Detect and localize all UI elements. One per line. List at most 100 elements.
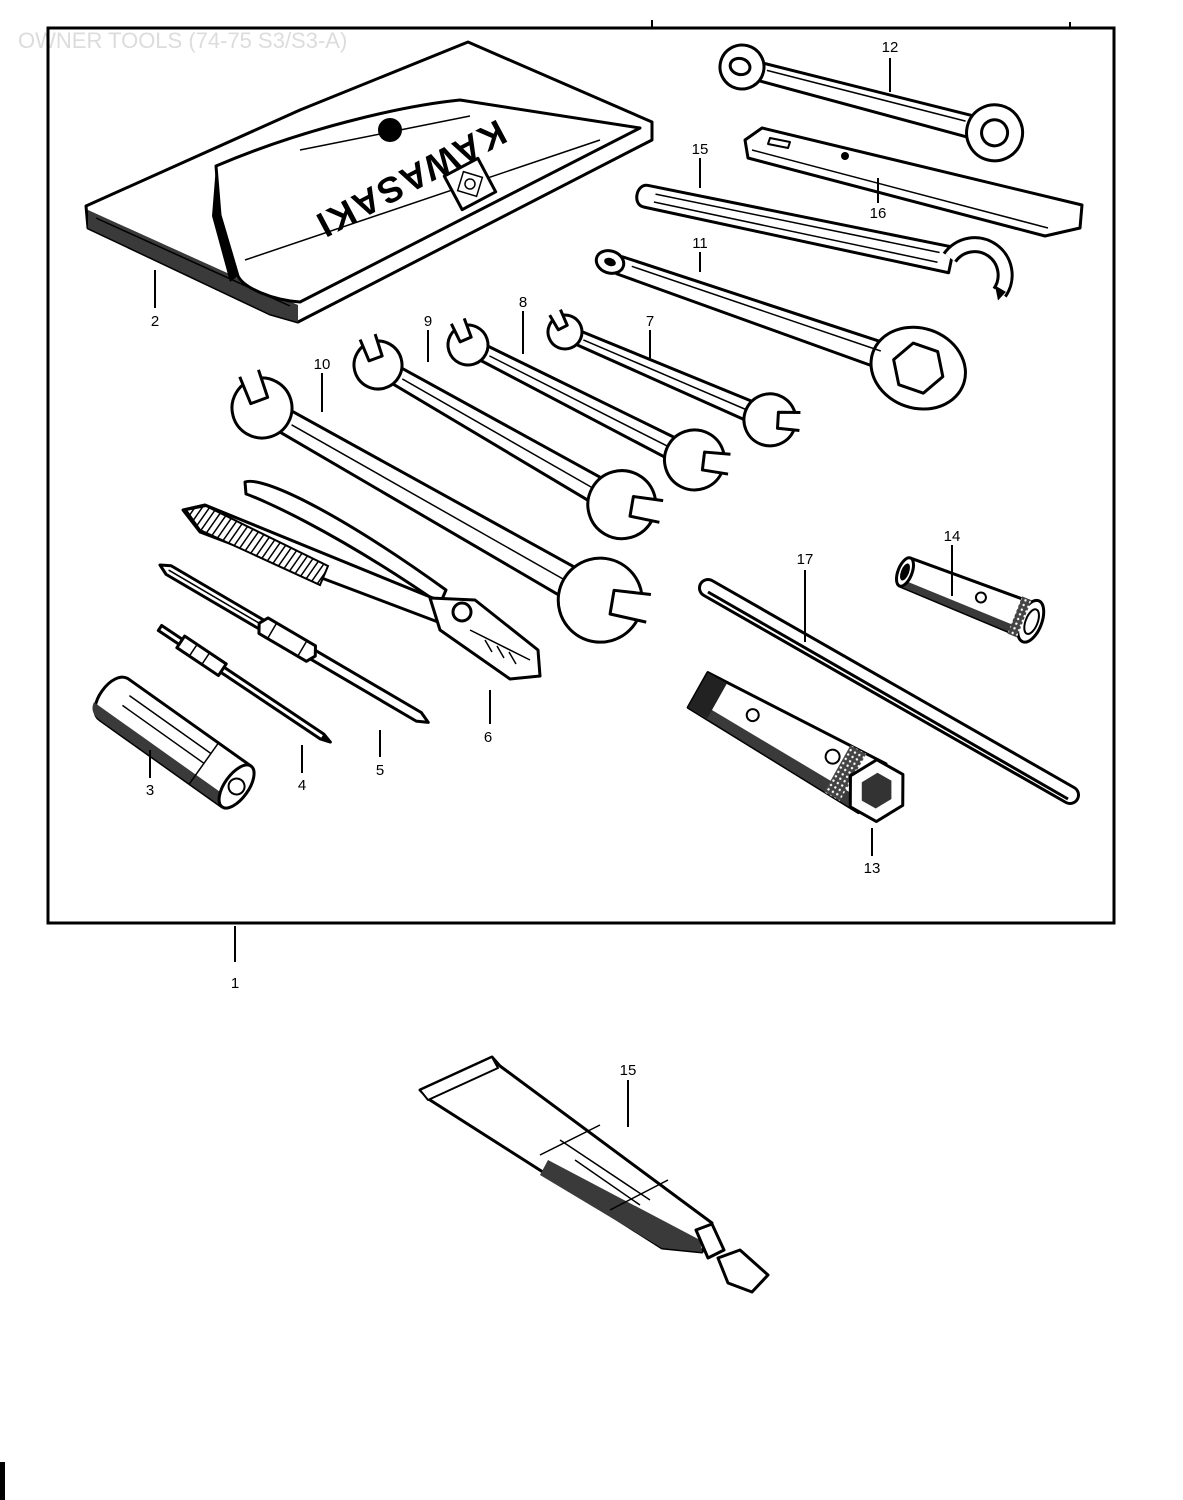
box-shadow (899, 579, 1023, 637)
tommy-bar-17 (698, 578, 1080, 805)
spanner-hook-face (945, 239, 1011, 296)
screwdriver-4 (156, 624, 332, 744)
wrench-ridge (401, 378, 592, 488)
handle-collar (188, 742, 220, 785)
box-wrench-14 (894, 556, 1046, 644)
spanner-tooth (994, 285, 1006, 301)
tube-label-line (559, 1139, 651, 1201)
grip-rib (266, 622, 278, 639)
pliers-6 (181, 479, 542, 681)
box-socket (900, 563, 910, 581)
callout-9: 9 (424, 313, 432, 330)
tube-label-edge (609, 1179, 669, 1211)
pliers-grip (184, 504, 330, 587)
tube-shadow (540, 1160, 702, 1252)
pliers-tooth (484, 639, 493, 653)
wrench-ridge (489, 355, 669, 448)
tube-label-edge (539, 1124, 601, 1156)
wrench-hole (980, 118, 1010, 148)
flat-lever-16 (743, 126, 1084, 238)
callout-1: 1 (231, 975, 239, 992)
callout-6: 6 (484, 729, 492, 746)
tube-body (418, 1055, 714, 1254)
grip-rib (201, 652, 211, 665)
box-socket (1023, 608, 1040, 635)
plug-hole (824, 748, 841, 765)
tool-bag: KAWASAKI (84, 40, 654, 324)
emblem-ring (464, 178, 476, 190)
open-wrench-8 (446, 317, 731, 492)
lever-hole (841, 152, 849, 160)
open-wrench-9 (352, 333, 664, 541)
callout-17: 17 (797, 551, 814, 568)
tube-label-line (574, 1159, 641, 1206)
handle-rib (128, 694, 212, 755)
screwdriver-5 (158, 563, 430, 724)
pliers-jaw-line (469, 629, 531, 661)
callout-3: 3 (146, 782, 154, 799)
wrench-body (749, 59, 977, 140)
page-title: OWNER TOOLS (74-75 S3/S3-A) (18, 28, 347, 53)
callout-10: 10 (314, 356, 331, 373)
lever-slot (767, 137, 791, 149)
emblem-diamond (456, 170, 484, 198)
open-wrench-10 (230, 369, 652, 644)
grip-rib (297, 640, 308, 657)
spanner-groove (653, 201, 938, 263)
tube-crimp (419, 1056, 499, 1101)
wrench-jaw (358, 333, 384, 363)
wrench-ridge (583, 339, 748, 411)
plug-wrench-13 (686, 671, 905, 824)
kit-frame (46, 26, 1116, 925)
lever-body (743, 126, 1084, 238)
plug-hole (745, 708, 760, 723)
wrench-jaw (450, 317, 473, 344)
page-edge-mark (0, 1462, 5, 1500)
pliers-tooth (496, 645, 505, 659)
handle-rib (122, 704, 205, 764)
tube-neck (694, 1222, 726, 1260)
pliers-pivot (451, 601, 473, 623)
pliers-jaws (428, 596, 542, 681)
wrench-hole (604, 257, 616, 267)
wrench-ridge (766, 69, 966, 122)
wrench-jaw (548, 309, 569, 332)
handle-socket (227, 777, 246, 796)
bag-flap-shadow (212, 166, 238, 282)
tube-cap (716, 1248, 770, 1294)
pliers-handle-lower (243, 479, 448, 606)
wrench-ridge (631, 265, 882, 352)
grip-rib (188, 644, 198, 657)
plug-knurl (824, 745, 867, 801)
wrench-body (615, 255, 892, 371)
screwdriver-handle-3 (92, 675, 256, 810)
callout-4: 4 (298, 777, 306, 794)
hook-spanner-15 (635, 183, 1014, 301)
wrench-hex-hole (892, 341, 945, 395)
bag-fold-line (244, 139, 601, 261)
bag-emblem (442, 156, 498, 212)
wrench-jaw (700, 450, 731, 476)
wrench-jaw (776, 410, 801, 433)
plug-hex-socket (861, 772, 892, 809)
spanner-groove (655, 193, 940, 254)
wrench-ridge (291, 424, 564, 580)
handle-shadow (92, 702, 229, 807)
bag-flap (214, 98, 642, 304)
callout-13: 13 (864, 860, 881, 877)
wrench-jaw (238, 369, 270, 406)
callout-16: 16 (870, 205, 887, 222)
bar-face (701, 581, 1077, 802)
grease-tube-15 (418, 1055, 770, 1294)
lever-edge (751, 149, 1049, 229)
callout-12: 12 (882, 39, 899, 56)
pliers-tooth (508, 651, 517, 665)
ring-wrench-11 (594, 249, 967, 411)
callout-14: 14 (944, 528, 961, 545)
wrench-jaw (628, 494, 664, 524)
open-wrench-7 (546, 309, 801, 448)
screwdriver-tip (320, 733, 331, 743)
callout-7: 7 (646, 313, 654, 330)
wrench-jaw (608, 588, 652, 624)
